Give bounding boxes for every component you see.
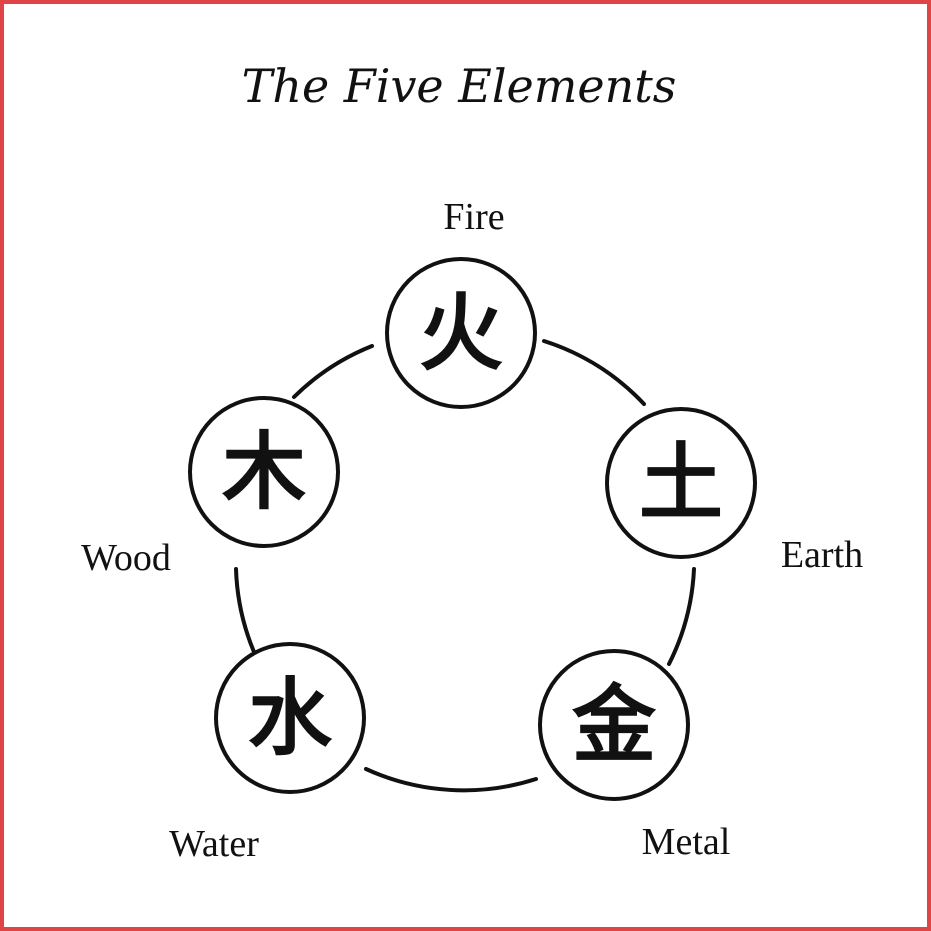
label-metal: Metal [642, 821, 731, 863]
connector-water-wood [234, 567, 256, 654]
node-circle-earth [605, 407, 757, 559]
connector-metal-water [364, 767, 538, 793]
glyph-water: 水 [248, 669, 333, 767]
element-node-water: 水 Water [169, 642, 366, 865]
element-node-wood: 木 Wood [81, 396, 340, 579]
element-node-earth: 土 Earth [605, 407, 863, 576]
connectors [234, 339, 696, 793]
glyph-wood: 木 [222, 423, 306, 521]
label-wood: Wood [81, 537, 171, 579]
glyph-metal: 金 [572, 676, 657, 774]
five-elements-diagram: The Five Elements 火 Fire 土 Earth 金 Metal… [81, 59, 863, 865]
element-node-metal: 金 Metal [538, 649, 731, 863]
node-circle-wood [188, 396, 340, 548]
connector-earth-metal [667, 567, 696, 666]
node-circle-fire [385, 257, 537, 409]
label-fire: Fire [443, 196, 504, 238]
label-earth: Earth [781, 534, 863, 576]
connector-fire-earth [542, 339, 646, 406]
glyph-fire: 火 [419, 284, 503, 382]
glyph-earth: 土 [639, 434, 723, 532]
diagram-title: The Five Elements [242, 59, 677, 113]
connector-wood-fire [292, 344, 374, 399]
node-circle-water [214, 642, 366, 794]
node-circle-metal [538, 649, 690, 801]
label-water: Water [169, 823, 259, 865]
element-node-fire: 火 Fire [385, 196, 537, 409]
